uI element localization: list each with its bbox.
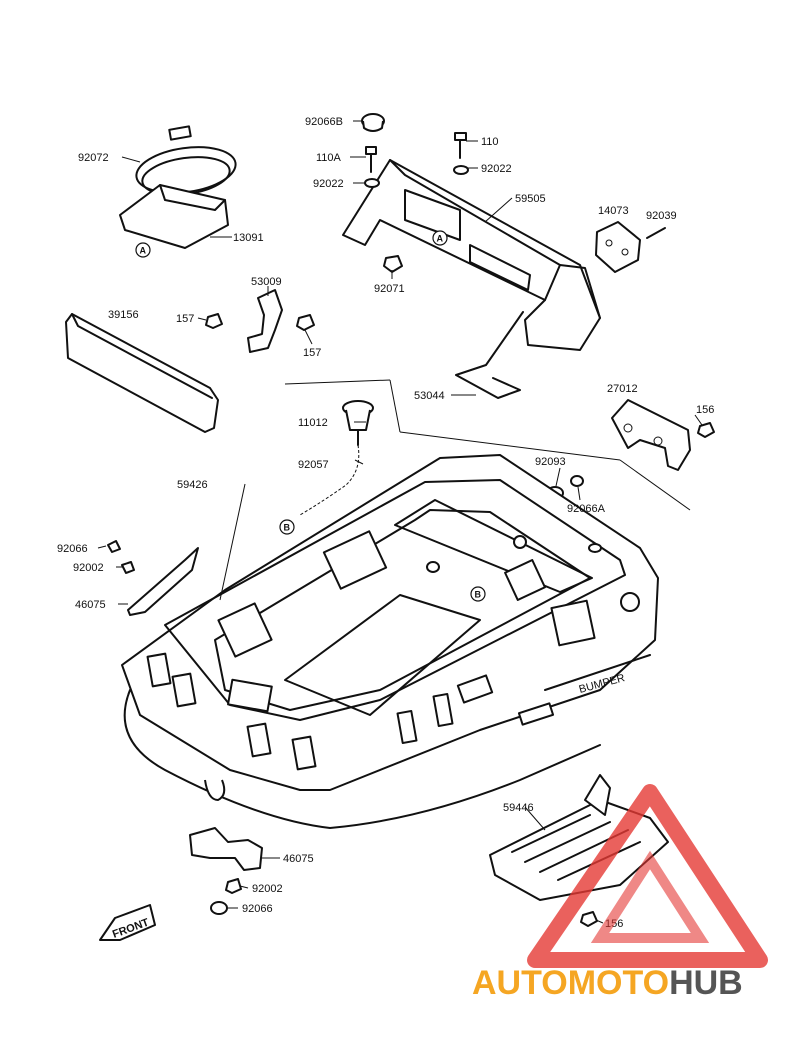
label-92066-a: 92066 xyxy=(57,543,88,555)
label-92066A: 92066A xyxy=(567,503,606,515)
plate-14073 xyxy=(595,221,641,273)
handle-59505 xyxy=(342,159,601,351)
label-92057: 92057 xyxy=(298,459,329,471)
label-92002-a: 92002 xyxy=(73,562,104,574)
label-59426: 59426 xyxy=(177,479,208,491)
front-arrow: FRONT xyxy=(99,904,156,941)
cap-11012 xyxy=(342,400,374,446)
watermark-text-automoto: AUTOMOTO xyxy=(472,964,669,1002)
svg-text:A: A xyxy=(437,234,444,244)
bracket-46075 xyxy=(107,540,263,915)
svg-text:AUTOMOTOHUB: AUTOMOTOHUB xyxy=(472,964,743,1002)
label-157-a: 157 xyxy=(176,313,194,325)
label-92066B: 92066B xyxy=(305,116,343,128)
callout-B-1: B xyxy=(279,519,295,535)
label-59505: 59505 xyxy=(515,193,546,205)
label-92071: 92071 xyxy=(374,283,405,295)
wire-53044 xyxy=(455,311,524,399)
hull-59426: BUMPER xyxy=(121,454,659,829)
part-labels: 92066B 110 110A 92022 92022 92072 59505 … xyxy=(57,116,714,930)
svg-text:A: A xyxy=(140,246,147,256)
svg-text:B: B xyxy=(475,590,482,600)
label-92039: 92039 xyxy=(646,210,677,222)
label-92066-b: 92066 xyxy=(242,903,273,915)
strap-assembly xyxy=(119,125,237,249)
label-92022-a: 92022 xyxy=(481,163,512,175)
bracket-27012 xyxy=(611,399,715,471)
label-27012: 27012 xyxy=(607,383,638,395)
bracket-53009 xyxy=(205,289,315,353)
label-53009: 53009 xyxy=(251,276,282,288)
watermark-triangle xyxy=(527,784,768,968)
label-46075-a: 46075 xyxy=(75,599,106,611)
callout-B-2: B xyxy=(470,586,486,602)
label-92093: 92093 xyxy=(535,456,566,468)
label-53044: 53044 xyxy=(414,390,445,402)
label-157-b: 157 xyxy=(303,347,321,359)
chain-92057 xyxy=(299,444,360,516)
label-92072: 92072 xyxy=(78,152,109,164)
label-92022-b: 92022 xyxy=(313,178,344,190)
label-11012: 11012 xyxy=(298,417,328,429)
label-92002-b: 92002 xyxy=(252,883,283,895)
label-39156: 39156 xyxy=(108,309,139,321)
callout-A-1: A xyxy=(135,242,151,258)
label-156-a: 156 xyxy=(696,404,714,416)
label-59446: 59446 xyxy=(503,802,534,814)
label-14073: 14073 xyxy=(598,205,629,217)
label-13091: 13091 xyxy=(233,232,264,244)
label-46075-b: 46075 xyxy=(283,853,314,865)
leader-lines xyxy=(97,120,703,924)
label-110A: 110A xyxy=(316,152,342,164)
watermark: AUTOMOTOHUB xyxy=(470,780,800,1020)
pad-39156 xyxy=(65,313,219,433)
handle-hardware xyxy=(361,113,666,273)
svg-text:B: B xyxy=(284,523,291,533)
label-110: 110 xyxy=(481,136,499,148)
watermark-text-hub: HUB xyxy=(669,964,743,1002)
callout-A-2: A xyxy=(432,230,448,246)
